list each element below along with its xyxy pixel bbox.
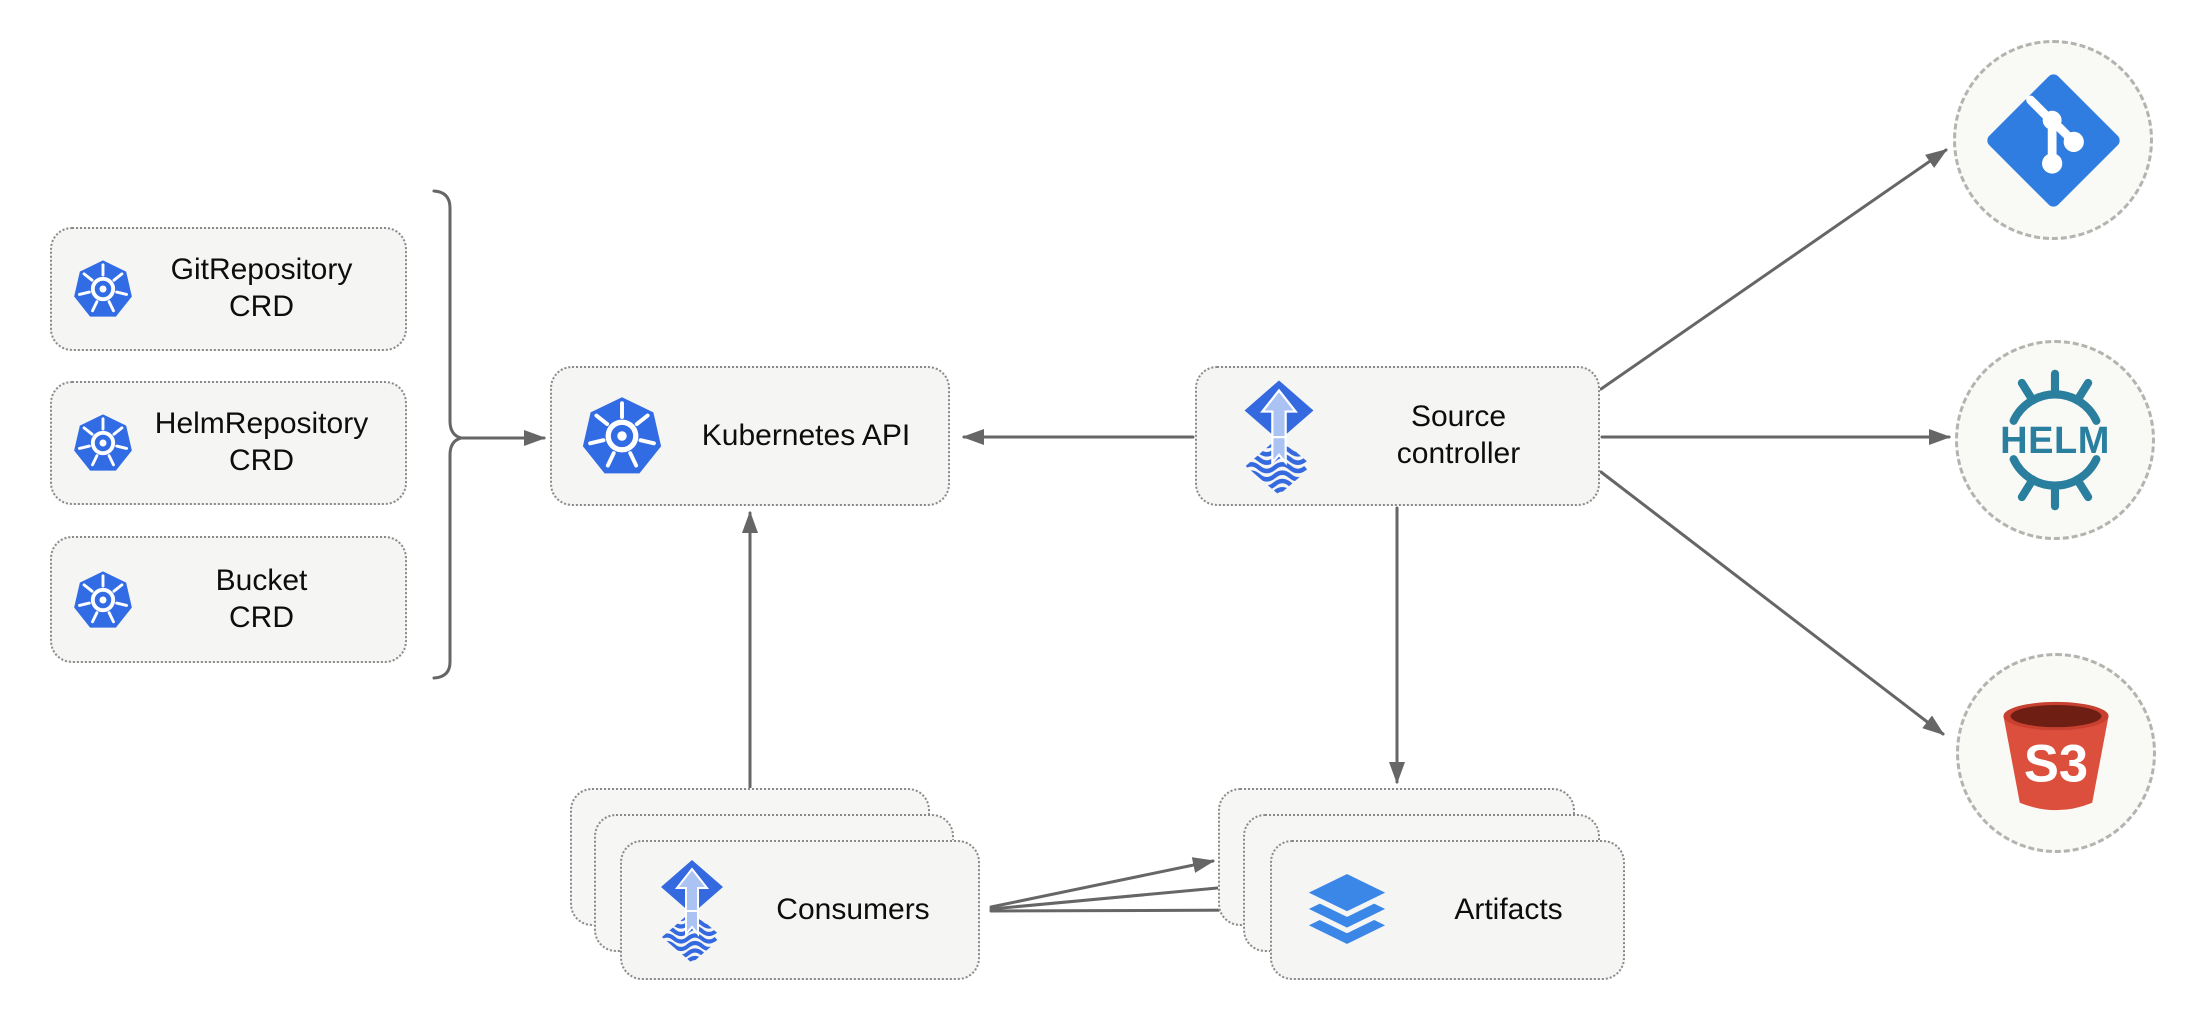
layers-icon (1300, 871, 1394, 949)
flux-icon (656, 858, 728, 962)
node-consumers: Consumers (620, 840, 980, 980)
kubernetes-icon (72, 258, 134, 319)
node-bucket-crd: Bucket CRD (50, 536, 407, 663)
arrow-source-controller-to-git (1599, 148, 1948, 391)
flux-icon (1239, 378, 1319, 494)
crd-name: HelmRepository (154, 407, 369, 441)
arrow-consumers-to-artifacts-1 (989, 857, 1215, 909)
kubernetes-icon (580, 394, 664, 478)
crd-suffix: CRD (229, 290, 294, 323)
node-gitrepository-crd: GitRepository CRD (50, 227, 407, 351)
node-artifacts: Artifacts (1270, 840, 1625, 980)
node-label: Bucket CRD (134, 563, 389, 636)
source-controller-line2: controller (1396, 437, 1521, 470)
external-source-helm: HELM (1955, 340, 2155, 540)
external-source-s3: S3 (1956, 653, 2156, 853)
git-icon (1986, 73, 2120, 207)
arrow-consumers-to-artifacts-2 (989, 879, 1241, 911)
crd-name: Bucket (215, 563, 308, 597)
kubernetes-icon (72, 568, 134, 630)
node-label: Source controller (1319, 399, 1598, 472)
crd-suffix: CRD (229, 444, 294, 477)
crd-name: GitRepository (170, 253, 353, 287)
node-kubernetes-api: Kubernetes API (550, 366, 950, 506)
source-controller-line1: Source (1410, 400, 1507, 434)
node-label: Kubernetes API (701, 418, 911, 452)
node-helmrepository-crd: HelmRepository CRD (50, 381, 407, 505)
external-source-git (1953, 40, 2153, 240)
node-label: Artifacts (1454, 892, 1563, 926)
crd-group-bracket (432, 189, 467, 680)
arrow-source-controller-to-s3 (1599, 470, 1945, 736)
kubernetes-icon (72, 412, 134, 473)
node-label: Consumers (776, 892, 930, 926)
s3-wordmark: S3 (2024, 734, 2088, 793)
crd-suffix: CRD (229, 600, 294, 634)
helm-icon: HELM (2000, 369, 2110, 511)
helm-wordmark: HELM (2000, 420, 2110, 462)
node-label: GitRepository CRD (134, 252, 389, 325)
node-source-controller: Source controller (1195, 366, 1600, 506)
s3-bucket-icon: S3 (2003, 701, 2109, 811)
node-label: HelmRepository CRD (134, 406, 389, 479)
